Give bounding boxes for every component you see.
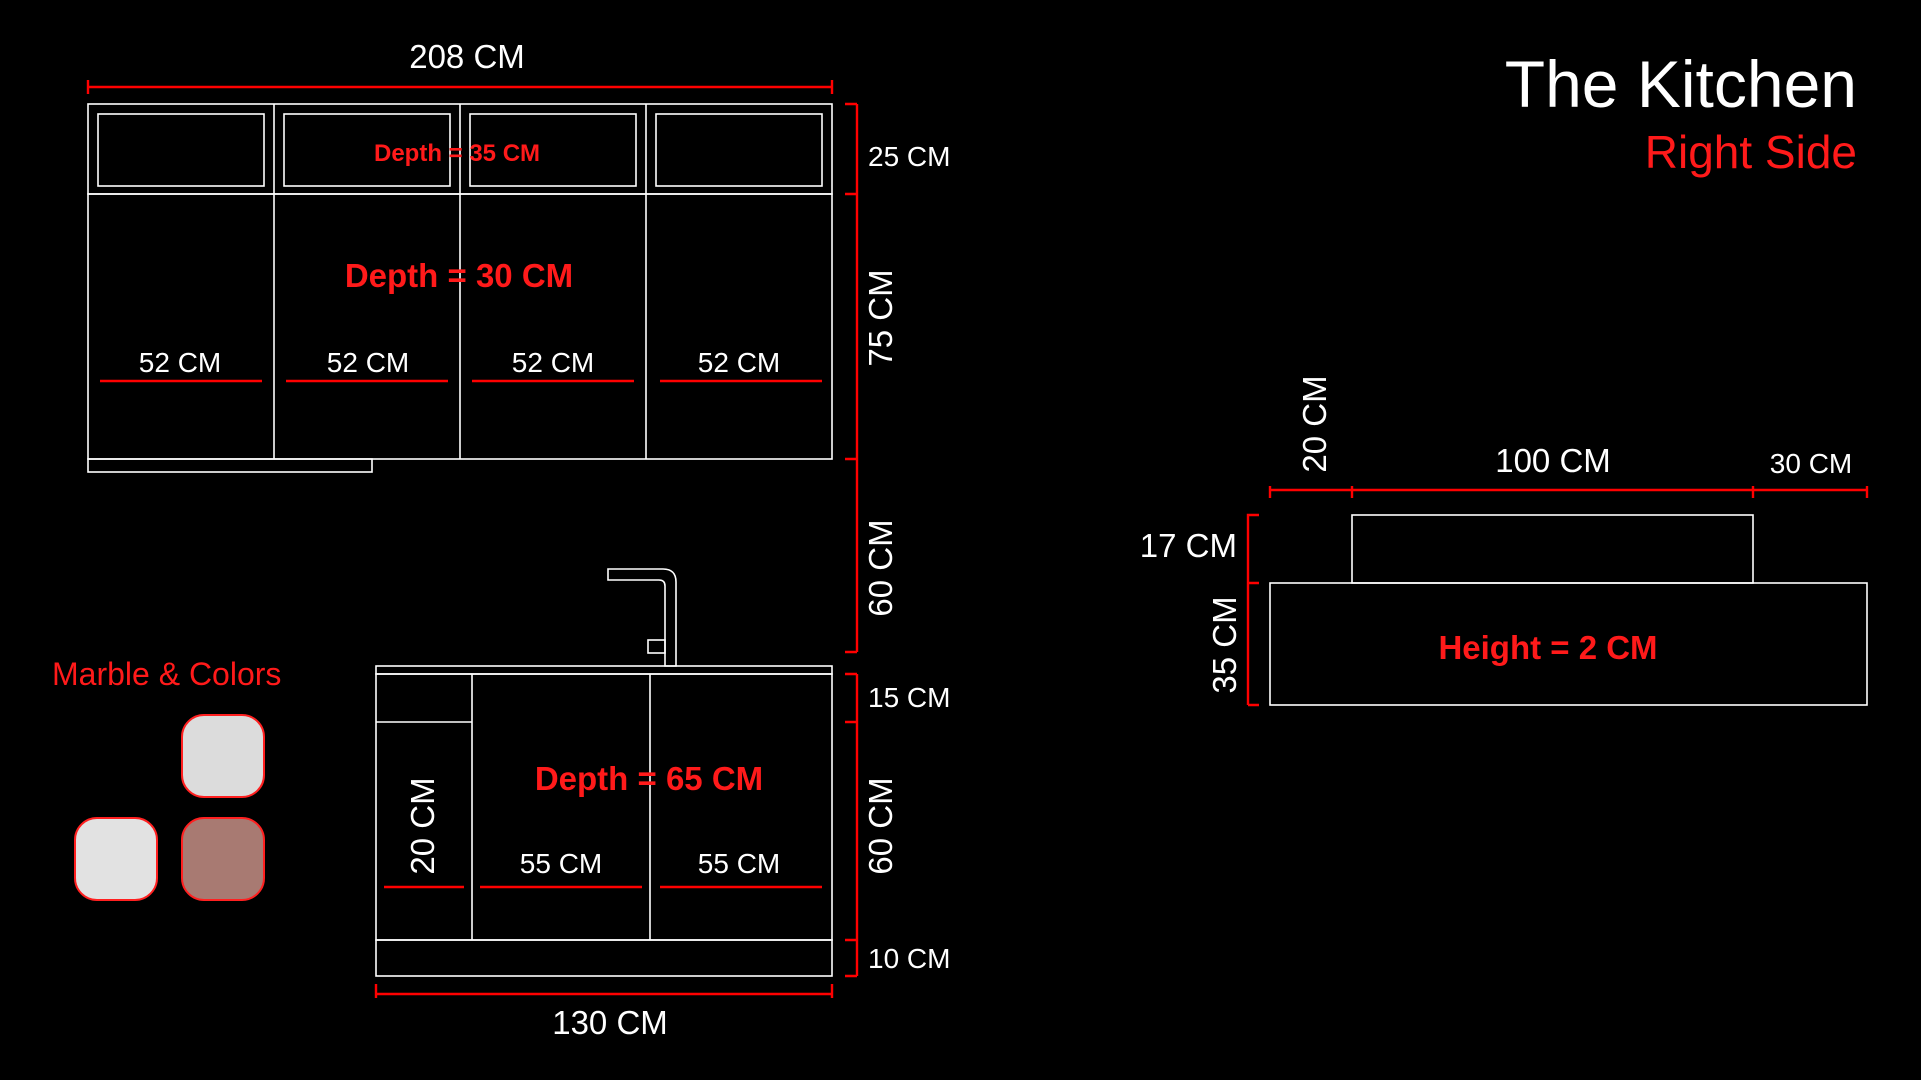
upper-door-width-label: 52 CM <box>139 347 221 378</box>
marble-swatch-3[interactable] <box>181 817 265 901</box>
upper-top-box-4 <box>655 113 823 187</box>
page-subtitle: Right Side <box>1645 126 1857 178</box>
right-base-height-label: 35 CM <box>1206 596 1243 693</box>
right-right-offset-label: 30 CM <box>1770 448 1852 479</box>
right-unit: 20 CM 100 CM 30 CM Height = 2 CM 17 CM 3… <box>1140 375 1869 707</box>
right-horizontal-dimension <box>1268 486 1869 498</box>
lower-base-height-label: 10 CM <box>868 943 950 974</box>
lower-door-width-label: 55 CM <box>520 848 602 879</box>
upper-vertical-dimension <box>845 102 859 654</box>
lower-countertop <box>375 665 833 675</box>
upper-top-height-label: 25 CM <box>868 141 950 172</box>
right-base-box <box>1269 582 1868 706</box>
upper-top-depth-label: Depth = 35 CM <box>374 140 540 167</box>
faucet-handle <box>647 639 666 654</box>
lower-door-width-label: 55 CM <box>698 848 780 879</box>
lower-total-width-line <box>374 984 834 998</box>
right-height-label: Height = 2 CM <box>1438 629 1657 666</box>
lower-vertical-dimension <box>845 672 859 978</box>
upper-total-width-line <box>86 80 834 94</box>
lower-main-height-label: 60 CM <box>862 777 899 874</box>
upper-door-width-label: 52 CM <box>698 347 780 378</box>
upper-cabinets: 208 CM Depth = 35 CM Depth = 30 CM 52 CM… <box>86 38 950 654</box>
right-left-offset-label: 20 CM <box>1296 375 1333 472</box>
right-top-height-label: 17 CM <box>1140 527 1237 564</box>
upper-door-width-label: 52 CM <box>327 347 409 378</box>
upper-top-box-2 <box>283 113 451 187</box>
upper-main-height-label: 75 CM <box>862 269 899 366</box>
upper-top-box-1 <box>97 113 265 187</box>
right-top-width-label: 100 CM <box>1495 442 1611 479</box>
right-top-box <box>1351 514 1754 584</box>
lower-base <box>375 939 833 977</box>
upper-total-width-label: 208 CM <box>409 38 525 75</box>
marble-swatches: Marble & Colors <box>52 656 281 901</box>
upper-door-width-label: 52 CM <box>512 347 594 378</box>
marble-swatch-1[interactable] <box>181 714 265 798</box>
right-vertical-dimension <box>1246 513 1259 707</box>
lower-body <box>375 673 833 941</box>
upper-main-depth-label: Depth = 30 CM <box>345 257 573 294</box>
upper-gap-height-label: 60 CM <box>862 519 899 616</box>
marble-label: Marble & Colors <box>52 656 281 692</box>
lower-total-width-label: 130 CM <box>552 1004 668 1041</box>
upper-shelf-strip <box>87 458 373 473</box>
lower-left-width-label: 20 CM <box>404 777 441 874</box>
upper-top-box-3 <box>469 113 637 187</box>
lower-top-height-label: 15 CM <box>868 682 950 713</box>
page-title: The Kitchen <box>1505 47 1857 121</box>
lower-depth-label: Depth = 65 CM <box>535 760 763 797</box>
lower-cabinets: Depth = 65 CM 20 CM 55 CM 55 CM 15 CM 60… <box>374 568 950 1041</box>
marble-swatch-2[interactable] <box>74 817 158 901</box>
